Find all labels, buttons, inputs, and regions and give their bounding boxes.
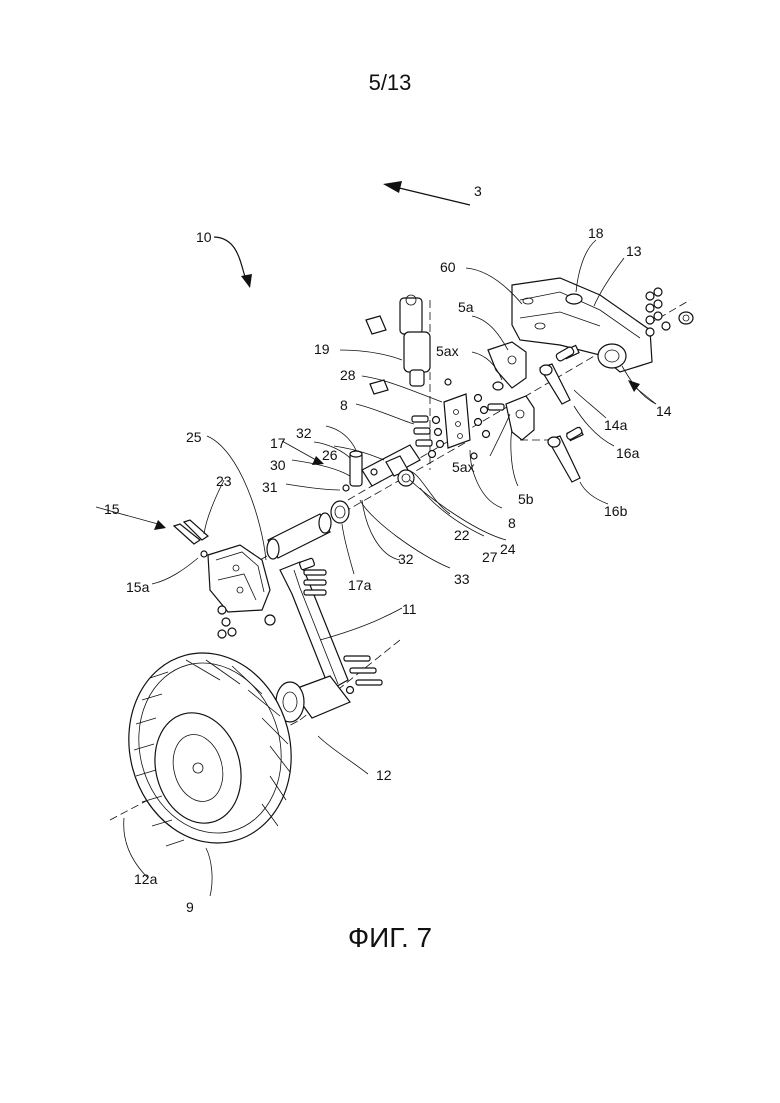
label-5ax-top: 5ax [436,343,459,359]
label-25: 25 [186,429,202,445]
label-13: 13 [626,243,642,259]
label-24: 24 [500,541,516,557]
mount-bracket-23 [208,545,270,612]
label-33: 33 [454,571,470,587]
label-11: 11 [402,601,417,617]
label-14: 14 [656,403,672,419]
direction-arrow-3 [383,181,470,205]
label-8-top: 8 [340,397,348,413]
label-5a: 5a [458,299,474,315]
label-19: 19 [314,341,330,357]
label-15a: 15a [126,579,150,595]
label-27: 27 [482,549,498,565]
leader-arrows [96,380,656,530]
plate-5b [506,396,534,440]
label-14a: 14a [604,417,628,433]
arm-11 [280,558,348,690]
label-31: 31 [262,479,278,495]
label-5ax-bottom: 5ax [452,459,475,475]
sleeve-17a [331,501,349,523]
label-18: 18 [588,225,604,241]
label-22: 22 [454,527,470,543]
label-32-bottom: 32 [398,551,414,567]
label-30: 30 [270,457,286,473]
label-16a: 16a [616,445,640,461]
label-12a: 12a [134,871,158,887]
label-15: 15 [104,501,120,517]
pin-15 [174,520,208,557]
wheel-9 [108,635,312,862]
label-32-top: 32 [296,425,312,441]
label-10: 10 [196,229,212,245]
label-16b: 16b [604,503,628,519]
label-23: 23 [216,473,232,489]
label-60: 60 [440,259,456,275]
label-12: 12 [376,767,392,783]
label-28: 28 [340,367,356,383]
label-3: 3 [474,183,482,199]
bracket-13 [512,278,652,372]
label-5b: 5b [518,491,534,507]
label-17: 17 [270,435,286,451]
label-8-bottom: 8 [508,515,516,531]
figure-caption: ФИГ. 7 [0,922,780,954]
joint-assembly-17 [343,445,420,491]
label-9: 9 [186,899,194,915]
label-17a: 17a [348,577,372,593]
shaft-33 [267,513,331,559]
hydraulic-cylinder-19 [366,295,430,386]
label-26: 26 [322,447,338,463]
assembly-arrow-10 [214,237,252,288]
